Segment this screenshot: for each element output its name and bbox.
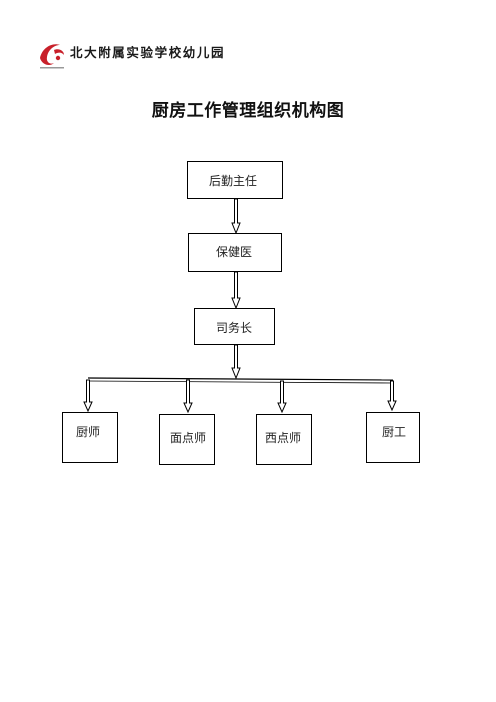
node-chef: 厨师 bbox=[62, 412, 118, 463]
school-name-header: 北大附属实验学校幼儿园 bbox=[70, 45, 226, 60]
node-label: 西点师 bbox=[265, 431, 302, 445]
arrow-bus-to-western bbox=[277, 380, 287, 414]
horizontal-bus-line bbox=[87, 377, 394, 384]
node-label: 后勤主任 bbox=[209, 174, 258, 188]
node-label: 保健医 bbox=[216, 245, 253, 259]
arrow-steward-to-bus bbox=[231, 344, 241, 380]
arrow-bus-to-worker bbox=[387, 380, 397, 412]
node-health-doctor: 保健医 bbox=[188, 233, 282, 272]
node-label: 厨师 bbox=[76, 425, 101, 439]
node-logistics-director: 后勤主任 bbox=[187, 161, 283, 199]
node-label: 司务长 bbox=[216, 321, 253, 335]
node-label: 面点师 bbox=[170, 431, 207, 445]
school-logo-icon bbox=[40, 44, 64, 69]
node-label: 厨工 bbox=[382, 425, 407, 439]
node-mess-officer: 司务长 bbox=[194, 308, 275, 345]
arrow-director-to-doctor bbox=[231, 198, 241, 235]
arrow-bus-to-chef bbox=[83, 379, 93, 413]
arrow-doctor-to-steward bbox=[231, 271, 241, 310]
node-western-pastry-chef: 西点师 bbox=[256, 414, 312, 465]
node-pastry-chef: 面点师 bbox=[159, 414, 215, 465]
node-kitchen-worker: 厨工 bbox=[366, 412, 420, 463]
page-title: 厨房工作管理组织机构图 bbox=[151, 101, 345, 121]
arrow-bus-to-pastry bbox=[183, 379, 193, 414]
